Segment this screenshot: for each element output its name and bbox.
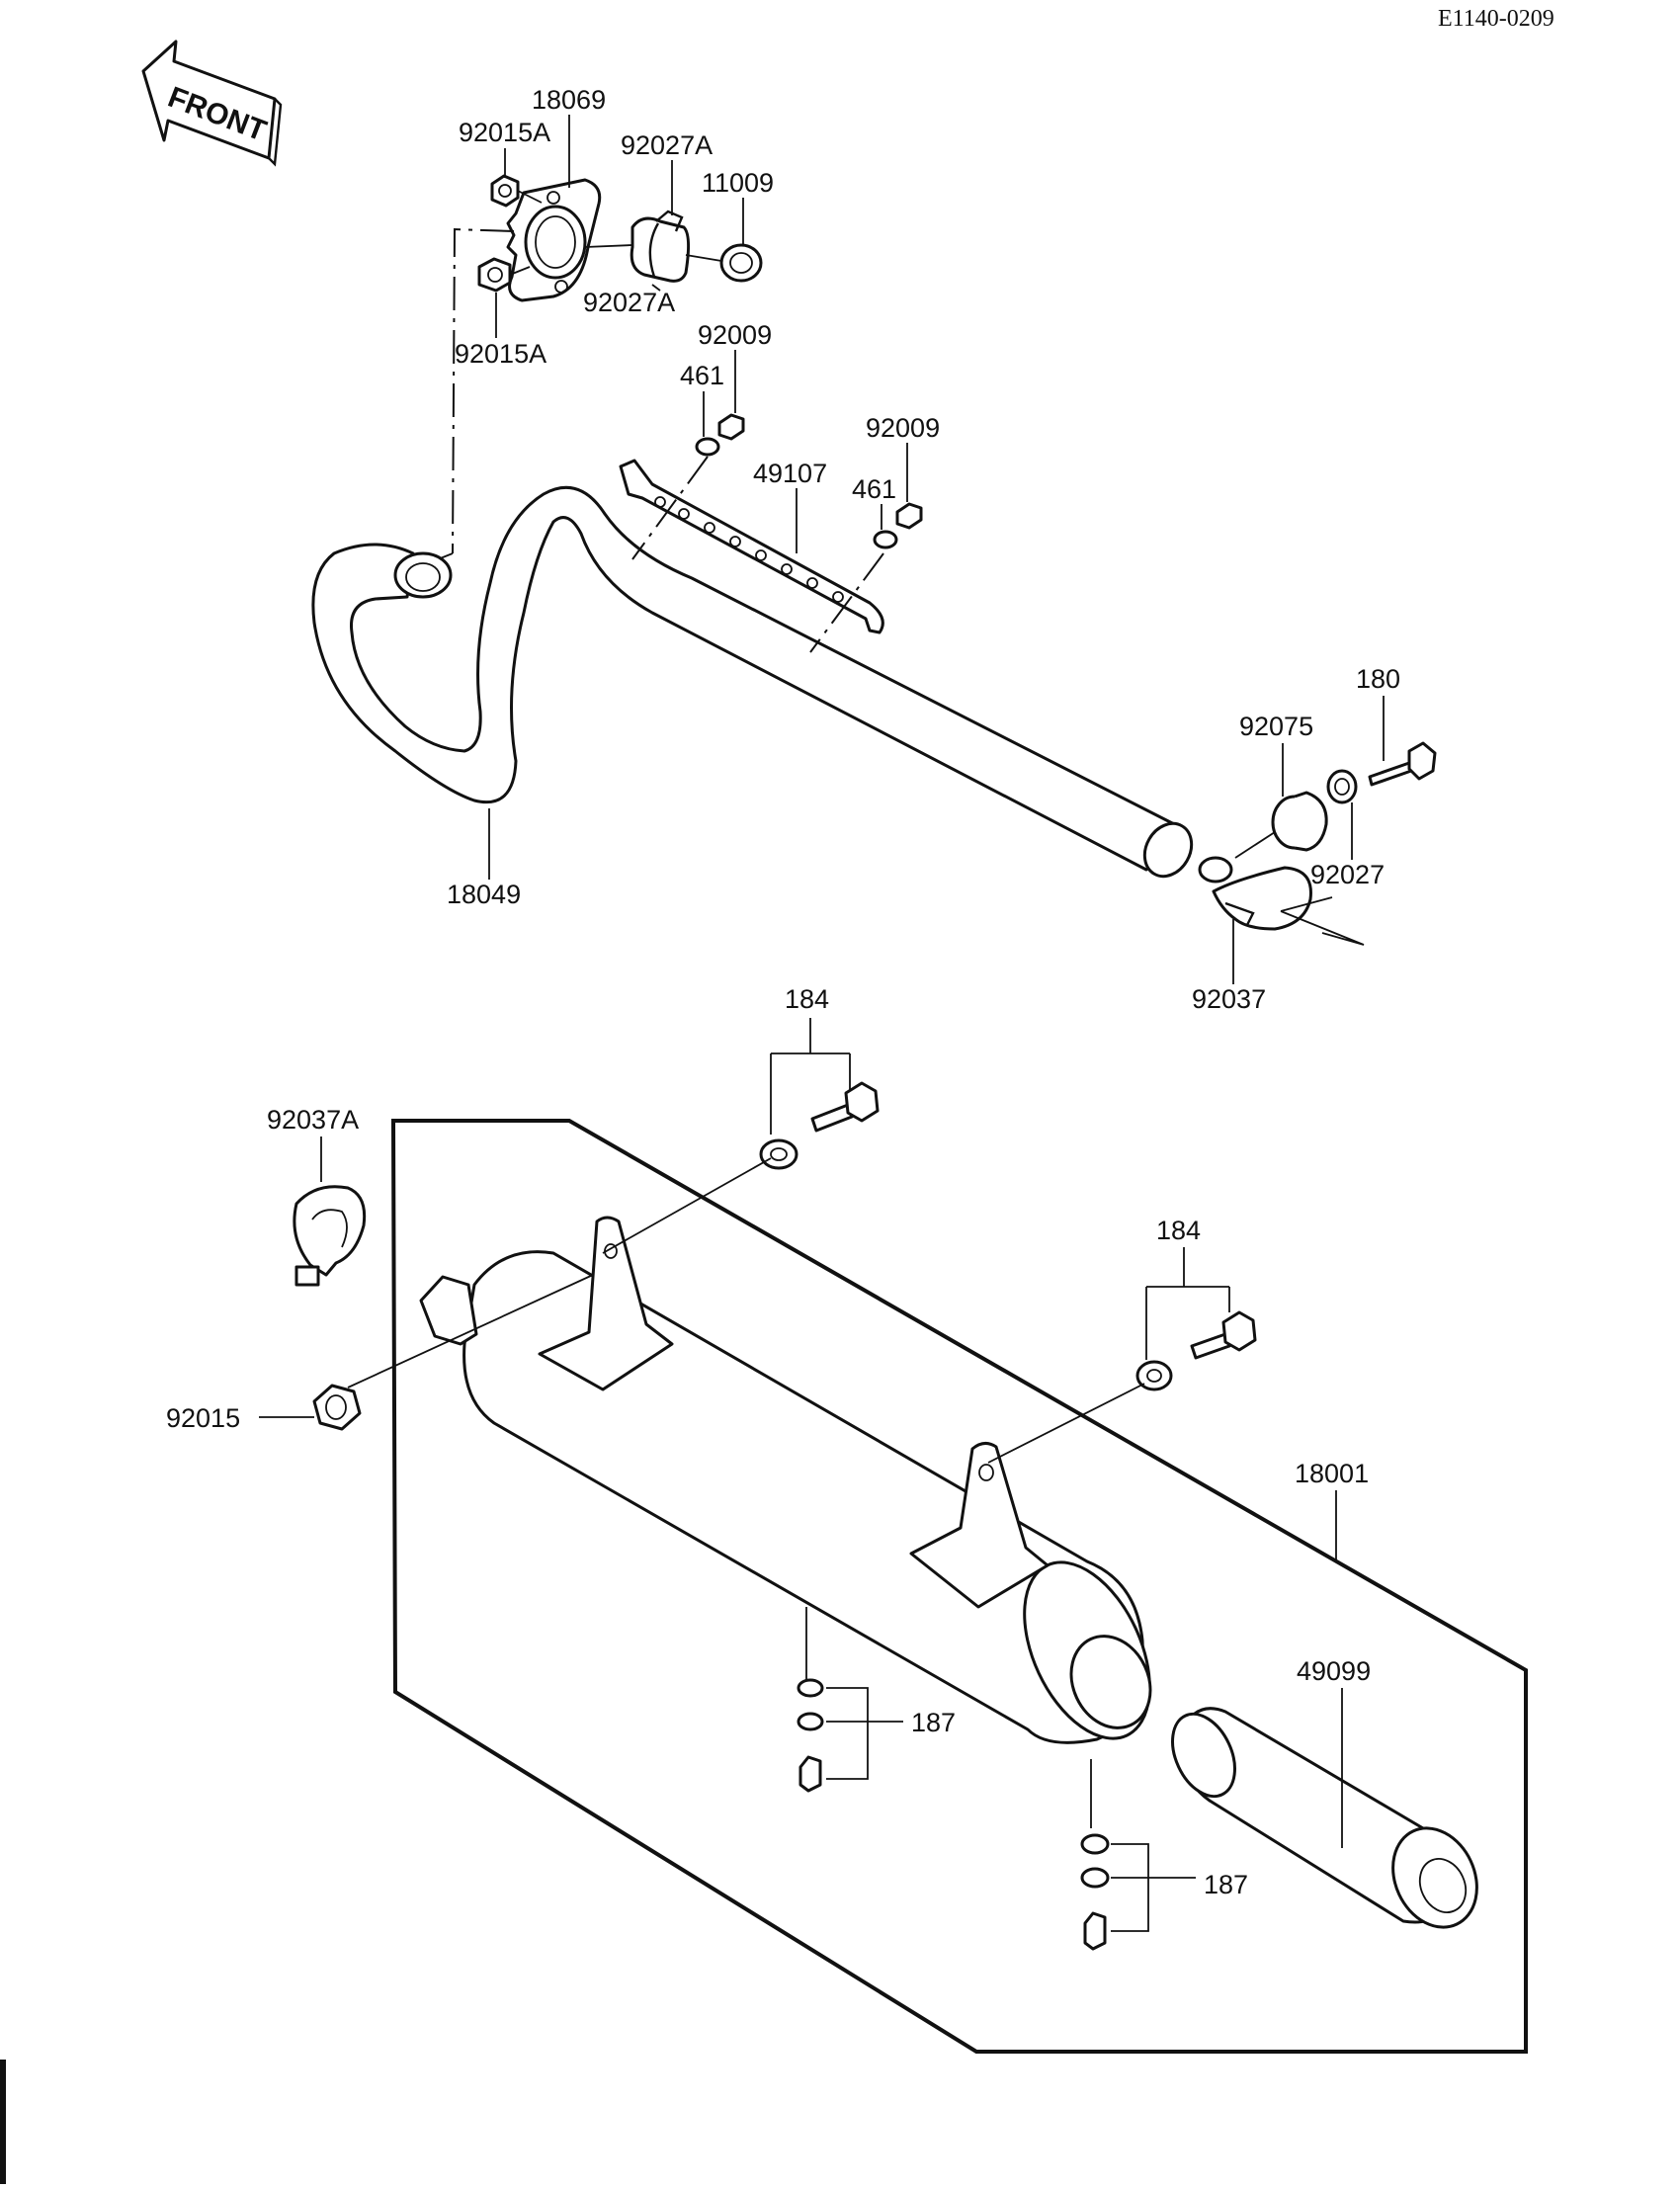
label-92037: 92037 xyxy=(1192,984,1266,1014)
label-49099: 49099 xyxy=(1297,1656,1371,1686)
screw-set-187-right xyxy=(1080,1833,1110,1951)
clamp-92037 xyxy=(1198,856,1312,931)
label-92009-left: 92009 xyxy=(698,320,772,350)
washer-184-mid xyxy=(1135,1360,1173,1391)
nut-92015A-top xyxy=(490,174,520,208)
clamp-92037A xyxy=(293,1185,367,1287)
gasket-11009 xyxy=(719,243,763,283)
label-92075: 92075 xyxy=(1239,712,1313,741)
label-18049: 18049 xyxy=(447,880,521,909)
label-184-mid: 184 xyxy=(1156,1216,1201,1245)
nut-92015 xyxy=(312,1384,362,1431)
diagram-code: E1140-0209 xyxy=(1438,6,1554,32)
label-92037A: 92037A xyxy=(267,1105,359,1135)
label-184-top: 184 xyxy=(785,984,829,1014)
washer-461-left xyxy=(695,437,720,457)
edge-mark xyxy=(0,2060,6,2184)
label-461-right: 461 xyxy=(852,474,896,504)
screw-92009-left xyxy=(717,413,745,441)
exhaust-pipe-18049 xyxy=(311,485,1194,879)
collar-92027 xyxy=(1326,769,1358,804)
washer-184-upper xyxy=(759,1138,798,1170)
label-92027: 92027 xyxy=(1310,860,1385,889)
collar-92027A xyxy=(630,210,691,283)
label-92027A-mid: 92027A xyxy=(583,288,675,317)
label-92009-right: 92009 xyxy=(866,413,940,443)
heat-guard-49107 xyxy=(619,459,884,634)
label-187-left: 187 xyxy=(911,1708,956,1737)
muffler-18001 xyxy=(419,1216,1152,1744)
nut-92015A-bottom xyxy=(477,257,512,293)
label-92015A-top: 92015A xyxy=(459,118,550,147)
label-187-right: 187 xyxy=(1204,1870,1248,1899)
label-92015A-bottom: 92015A xyxy=(455,339,546,369)
label-92015: 92015 xyxy=(166,1403,240,1433)
front-arrow-icon: FRONT xyxy=(141,40,283,167)
flange-18069 xyxy=(506,178,602,302)
screw-92009-right xyxy=(895,502,923,530)
bolt-184-upper xyxy=(810,1081,880,1133)
bolt-180 xyxy=(1368,741,1437,787)
assembly-frame-18001 xyxy=(390,1119,1528,2054)
washer-461-right xyxy=(873,530,898,549)
label-49107: 49107 xyxy=(753,459,827,488)
label-180: 180 xyxy=(1356,664,1400,694)
label-18069: 18069 xyxy=(532,85,606,115)
label-461-left: 461 xyxy=(680,361,724,390)
label-11009: 11009 xyxy=(702,168,774,198)
bolt-184-mid xyxy=(1190,1310,1257,1360)
label-92027A-top: 92027A xyxy=(621,130,713,160)
screw-set-187-left xyxy=(797,1678,824,1793)
label-18001: 18001 xyxy=(1295,1459,1369,1488)
spark-arrester-insert-49099 xyxy=(1171,1707,1478,1929)
rubber-92075 xyxy=(1271,791,1328,852)
